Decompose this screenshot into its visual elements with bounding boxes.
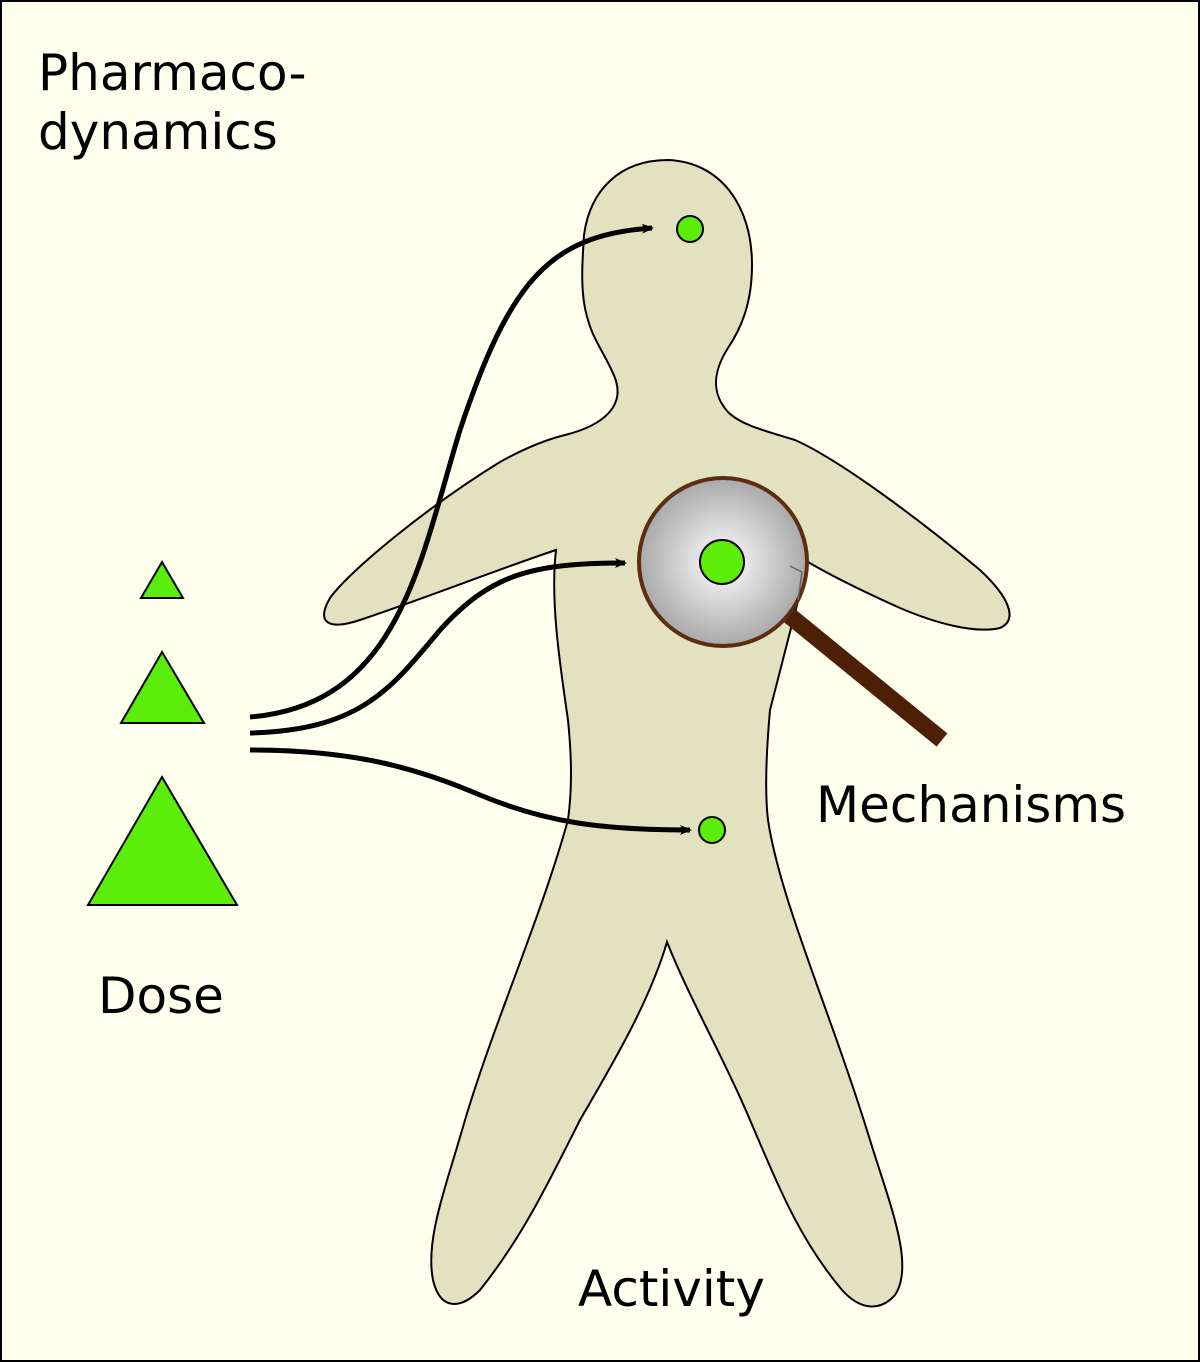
dose-triangle-large bbox=[86, 775, 239, 906]
activity-label: Activity bbox=[578, 1260, 765, 1318]
dose-triangle-medium bbox=[119, 650, 206, 724]
arrow-to-head bbox=[249, 223, 654, 720]
mechanisms-label: Mechanisms bbox=[816, 776, 1126, 834]
magnifier-handle bbox=[779, 605, 948, 747]
target-site-chest bbox=[699, 539, 745, 585]
arrow-to-chest bbox=[249, 558, 627, 736]
title-line-2: dynamics bbox=[38, 103, 278, 161]
target-site-abdomen bbox=[698, 816, 726, 844]
human-body-silhouette bbox=[323, 158, 1011, 1308]
title-line-1: Pharmaco- bbox=[38, 44, 307, 102]
lens-glint bbox=[789, 565, 803, 601]
dose-triangle-small bbox=[139, 560, 185, 599]
target-site-head bbox=[676, 215, 704, 243]
arrow-to-abdomen bbox=[249, 747, 692, 835]
dose-label: Dose bbox=[98, 967, 224, 1025]
